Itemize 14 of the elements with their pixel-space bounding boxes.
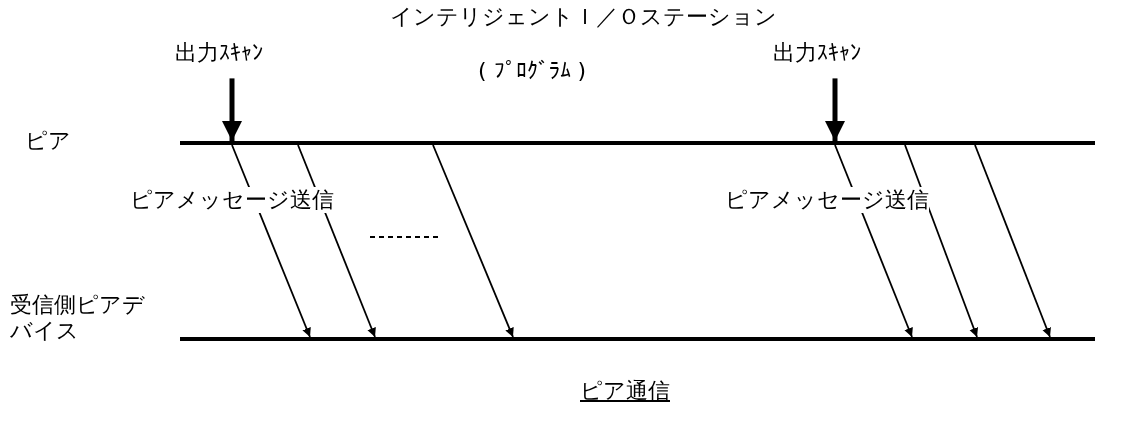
title: インテリジェントＩ／Ｏステーション [390,4,777,31]
arrow [904,144,979,338]
scan-label: 出力ｽｷｬﾝ [773,40,861,67]
arrow [432,144,514,338]
timeline-bar [180,141,1095,145]
timeline-label: 受信側ピアデバイス [10,292,146,345]
timeline-bar [180,337,1095,341]
timeline-label: ピア [25,128,71,155]
subtitle: ( ﾌﾟﾛｸﾞﾗﾑ ) [478,58,587,85]
caption: ピア通信 [580,378,670,405]
arrow [222,78,242,141]
arrow [825,78,845,141]
scan-label: 出力ｽｷｬﾝ [175,40,263,67]
arrow [974,144,1051,338]
